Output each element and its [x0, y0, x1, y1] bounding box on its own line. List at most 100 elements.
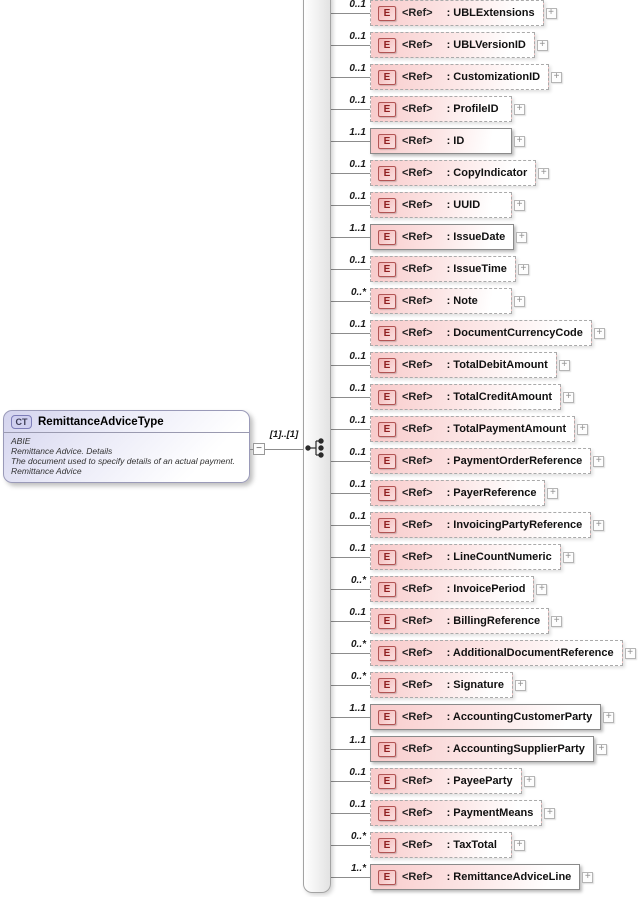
expand-icon[interactable]: + [516, 231, 528, 243]
expand-icon[interactable]: + [593, 519, 605, 531]
expand-icon[interactable]: + [514, 839, 525, 851]
element-box[interactable]: E <Ref> : TotalPaymentAmount [370, 416, 576, 442]
cardinality-label: 0..* [350, 575, 366, 586]
element-box[interactable]: E <Ref> : ID [370, 128, 512, 154]
element-box[interactable]: E <Ref> : RemittanceAdviceLine [370, 864, 581, 890]
element-row-body: E <Ref> : AccountingCustomerParty + [370, 704, 615, 730]
sequence-compositor-icon[interactable] [305, 437, 331, 459]
element-box[interactable]: E <Ref> : Signature [370, 672, 514, 698]
element-icon: E [378, 165, 396, 181]
expand-icon[interactable]: + [595, 743, 607, 755]
element-row-body: E <Ref> : CustomizationID + [370, 64, 563, 90]
expand-icon[interactable]: + [603, 711, 615, 723]
element-name: : Signature [446, 679, 505, 691]
expand-icon[interactable]: + [582, 871, 594, 883]
element-name: : CopyIndicator [446, 167, 528, 179]
element-icon: E [378, 389, 396, 405]
element-name: : AccountingSupplierParty [446, 743, 585, 755]
expand-icon[interactable]: + [551, 71, 563, 83]
expand-icon[interactable]: + [577, 423, 589, 435]
expand-icon[interactable]: + [517, 263, 529, 275]
connector-line [331, 301, 370, 302]
element-box[interactable]: E <Ref> : UBLVersionID [370, 32, 535, 58]
element-row-body: E <Ref> : PayerReference + [370, 480, 559, 506]
element-box[interactable]: E <Ref> : PaymentMeans [370, 800, 543, 826]
element-box[interactable]: E <Ref> : InvoicingPartyReference [370, 512, 592, 538]
element-box[interactable]: E <Ref> : AccountingCustomerParty [370, 704, 602, 730]
expand-icon[interactable]: + [544, 807, 556, 819]
expand-icon[interactable]: + [515, 679, 527, 691]
expand-icon[interactable]: + [545, 7, 557, 19]
expand-icon[interactable]: + [514, 295, 525, 307]
element-icon: E [378, 869, 396, 885]
element-row-body: E <Ref> : InvoicingPartyReference + [370, 512, 605, 538]
element-name: : ID [446, 135, 465, 147]
connector-line [331, 653, 370, 654]
cardinality-label: 1..1 [349, 735, 366, 746]
cardinality-label: 0..1 [349, 191, 366, 202]
element-name: : UUID [446, 199, 481, 211]
expand-icon[interactable]: + [536, 583, 548, 595]
element-ref-label: <Ref> [402, 391, 433, 403]
cardinality-label: 0..1 [349, 0, 366, 10]
element-box[interactable]: E <Ref> : LineCountNumeric [370, 544, 561, 570]
expand-icon[interactable]: + [563, 391, 575, 403]
expand-icon[interactable]: + [593, 327, 605, 339]
cardinality-label: 0..1 [349, 799, 366, 810]
element-box[interactable]: E <Ref> : PaymentOrderReference [370, 448, 592, 474]
element-name: : BillingReference [446, 615, 541, 627]
element-box[interactable]: E <Ref> : UUID [370, 192, 512, 218]
element-ref-label: <Ref> [402, 199, 433, 211]
element-ref-label: <Ref> [402, 263, 433, 275]
element-box[interactable]: E <Ref> : CustomizationID [370, 64, 550, 90]
element-box[interactable]: E <Ref> : BillingReference [370, 608, 550, 634]
element-box[interactable]: E <Ref> : PayerReference [370, 480, 546, 506]
connector-line [331, 717, 370, 718]
element-name: : AccountingCustomerParty [446, 711, 593, 723]
element-name: : UBLVersionID [446, 39, 526, 51]
cardinality-label: 0..1 [349, 159, 366, 170]
expand-icon[interactable]: + [536, 39, 548, 51]
element-box[interactable]: E <Ref> : AdditionalDocumentReference [370, 640, 623, 666]
expand-icon[interactable]: + [558, 359, 570, 371]
expand-icon[interactable]: + [593, 455, 605, 467]
element-box[interactable]: E <Ref> : Note [370, 288, 512, 314]
expand-icon[interactable]: + [624, 647, 636, 659]
expand-icon[interactable]: + [562, 551, 574, 563]
expand-icon[interactable]: + [538, 167, 550, 179]
expand-icon[interactable]: + [514, 103, 525, 115]
expand-icon[interactable]: + [523, 775, 535, 787]
element-name: : PayeeParty [446, 775, 513, 787]
element-row-body: E <Ref> : UBLVersionID + [370, 32, 548, 58]
connector-line [331, 845, 370, 846]
element-box[interactable]: E <Ref> : AccountingSupplierParty [370, 736, 594, 762]
element-icon: E [378, 197, 396, 213]
complex-type-box[interactable]: CT RemittanceAdviceType ABIE Remittance … [3, 410, 250, 483]
element-ref-label: <Ref> [402, 551, 433, 563]
expand-icon[interactable]: + [514, 199, 525, 211]
collapse-icon[interactable]: − [253, 443, 265, 455]
element-icon: E [378, 421, 396, 437]
connector-line [331, 685, 370, 686]
element-name: : InvoicePeriod [446, 583, 526, 595]
element-box[interactable]: E <Ref> : IssueTime [370, 256, 516, 282]
element-box[interactable]: E <Ref> : TotalCreditAmount [370, 384, 562, 410]
element-box[interactable]: E <Ref> : UBLExtensions [370, 0, 544, 26]
element-box[interactable]: E <Ref> : IssueDate [370, 224, 515, 250]
element-box[interactable]: E <Ref> : PayeeParty [370, 768, 522, 794]
element-box[interactable]: E <Ref> : ProfileID [370, 96, 512, 122]
element-name: : RemittanceAdviceLine [446, 871, 572, 883]
element-row-body: E <Ref> : TotalDebitAmount + [370, 352, 570, 378]
element-box[interactable]: E <Ref> : CopyIndicator [370, 160, 537, 186]
element-box[interactable]: E <Ref> : TotalDebitAmount [370, 352, 557, 378]
cardinality-label: 0..1 [349, 767, 366, 778]
type-cardinality-label: [1]..[1] [269, 429, 299, 440]
expand-icon[interactable]: + [514, 135, 525, 147]
element-box[interactable]: E <Ref> : DocumentCurrencyCode [370, 320, 592, 346]
expand-icon[interactable]: + [547, 487, 559, 499]
element-box[interactable]: E <Ref> : TaxTotal [370, 832, 512, 858]
complex-type-header: CT RemittanceAdviceType [4, 411, 249, 433]
element-box[interactable]: E <Ref> : InvoicePeriod [370, 576, 535, 602]
element-name: : PayerReference [446, 487, 537, 499]
expand-icon[interactable]: + [551, 615, 563, 627]
